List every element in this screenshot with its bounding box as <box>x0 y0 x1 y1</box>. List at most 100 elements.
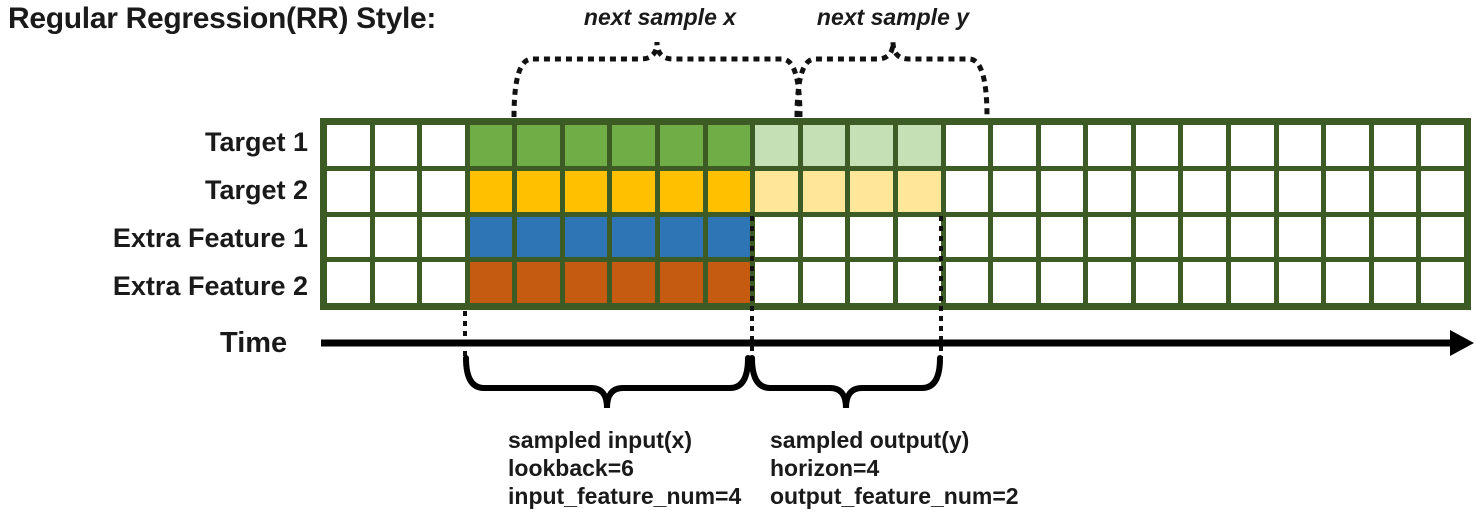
grid-cell <box>1373 125 1417 166</box>
sampled-output-brace <box>749 355 943 409</box>
next-sample-y-label: next sample y <box>816 4 970 30</box>
sampled-output-callout: sampled output(y) horizon=4 output_featu… <box>770 426 1019 510</box>
next-sample-y-brace <box>794 41 990 118</box>
grid-cell <box>422 262 465 303</box>
grid-cell <box>897 170 941 212</box>
grid-cell <box>374 262 418 303</box>
row-label-extra-feature-1: Extra Feature 1 <box>112 223 308 253</box>
grid-cell <box>660 125 703 166</box>
grid-cell <box>1088 170 1131 212</box>
grid-cell <box>1135 216 1179 258</box>
grid-cell <box>327 125 370 166</box>
grid-cell <box>517 216 560 258</box>
next-sample-x-label: next sample x <box>583 4 737 30</box>
grid-cell <box>1278 262 1322 303</box>
grid-cell <box>1040 262 1084 303</box>
grid-cell <box>707 170 751 212</box>
grid-cell <box>1088 125 1131 166</box>
grid-cell <box>660 216 703 258</box>
grid-cell <box>1421 216 1464 258</box>
grid-cell <box>469 170 513 212</box>
grid-cell <box>1326 216 1369 258</box>
grid-cell <box>1326 125 1369 166</box>
time-axis-arrowhead <box>1450 330 1474 356</box>
grid-cell <box>422 125 465 166</box>
grid-cell <box>707 216 751 258</box>
grid-cell <box>802 262 846 303</box>
grid-cell <box>1421 125 1464 166</box>
grid-cell <box>517 170 560 212</box>
grid-cell <box>1326 262 1369 303</box>
grid-cell <box>612 170 656 212</box>
grid-cell <box>1421 262 1464 303</box>
grid-cell <box>802 125 846 166</box>
grid-cell <box>1088 262 1131 303</box>
sampled-output-title: sampled output(y) <box>770 427 970 453</box>
input-feature-num: input_feature_num=4 <box>508 483 742 509</box>
grid-cell <box>1231 262 1274 303</box>
grid-cell <box>1040 125 1084 166</box>
grid-cell <box>1278 170 1322 212</box>
row-label-target-1: Target 1 <box>204 127 308 157</box>
sampled-input-brace <box>463 355 751 409</box>
lookback-value: lookback=6 <box>508 455 634 481</box>
grid-cell <box>422 216 465 258</box>
grid-cell <box>850 262 893 303</box>
sampled-input-title: sampled input(x) <box>508 427 693 453</box>
grid-cell <box>1278 125 1322 166</box>
grid-cell <box>327 170 370 212</box>
grid-cell <box>897 125 941 166</box>
grid-cell <box>517 262 560 303</box>
grid-cell <box>993 170 1036 212</box>
next-sample-x-brace <box>511 41 803 118</box>
grid-cell <box>469 262 513 303</box>
grid-cell <box>945 216 989 258</box>
grid-cell <box>469 125 513 166</box>
grid-cell <box>327 216 370 258</box>
grid-cell <box>469 216 513 258</box>
grid-cell <box>755 262 798 303</box>
grid-cell <box>1088 216 1131 258</box>
grid-cell <box>850 125 893 166</box>
diagram-title: Regular Regression(RR) Style: <box>8 2 437 35</box>
grid-cell <box>755 170 798 212</box>
grid-cell <box>374 216 418 258</box>
grid-cell <box>897 262 941 303</box>
grid-cell <box>1278 216 1322 258</box>
grid-cell <box>1373 170 1417 212</box>
grid-cell <box>1135 125 1179 166</box>
grid-cell <box>1040 216 1084 258</box>
grid-cell <box>945 125 989 166</box>
grid-cell <box>564 262 608 303</box>
grid-cell <box>1183 216 1227 258</box>
grid-cell <box>564 125 608 166</box>
row-label-target-2: Target 2 <box>204 175 308 205</box>
grid-cell <box>1040 170 1084 212</box>
output-feature-num: output_feature_num=2 <box>770 483 1019 509</box>
grid-cell <box>612 125 656 166</box>
grid-cell <box>1421 170 1464 212</box>
grid-cell <box>802 170 846 212</box>
horizon-value: horizon=4 <box>770 455 880 481</box>
grid-cell <box>517 125 560 166</box>
grid-cell <box>897 216 941 258</box>
grid-cell <box>1231 216 1274 258</box>
grid-cell <box>1183 125 1227 166</box>
grid-cell <box>612 262 656 303</box>
grid-cell <box>1183 262 1227 303</box>
grid-cell <box>1135 170 1179 212</box>
grid-cell <box>1183 170 1227 212</box>
grid-cell <box>660 262 703 303</box>
row-label-extra-feature-2: Extra Feature 2 <box>112 271 308 301</box>
grid-cell <box>1326 170 1369 212</box>
grid-cell <box>327 262 370 303</box>
grid-cell <box>1135 262 1179 303</box>
grid-cell <box>755 216 798 258</box>
grid-cell <box>802 216 846 258</box>
grid-cell <box>612 216 656 258</box>
grid-cell <box>707 262 751 303</box>
grid-cell <box>1231 125 1274 166</box>
grid-cell <box>755 125 798 166</box>
grid-cell <box>1373 216 1417 258</box>
